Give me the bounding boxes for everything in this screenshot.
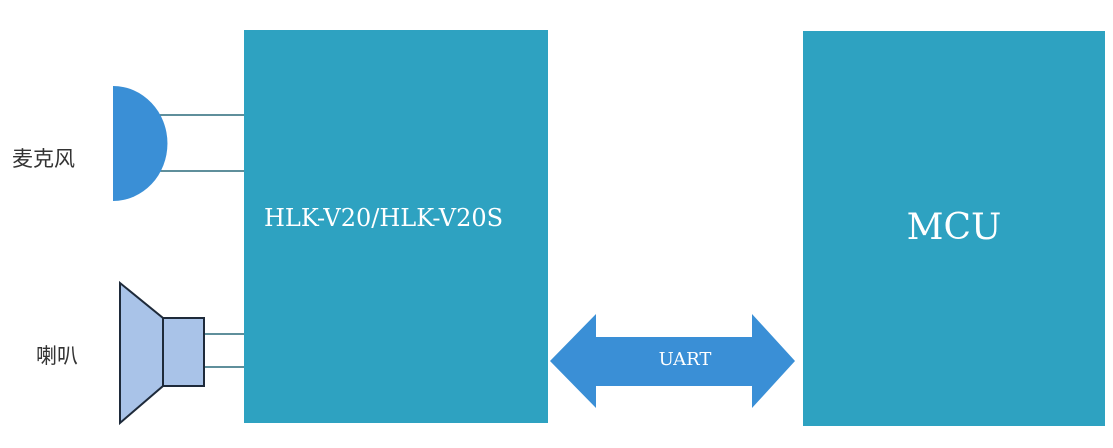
module-label: HLK-V20/HLK-V20S <box>264 204 504 232</box>
microphone-icon <box>113 86 168 201</box>
mcu-block: MCU <box>803 31 1105 426</box>
speaker-label: 喇叭 <box>36 344 78 368</box>
module-block: HLK-V20/HLK-V20S <box>244 30 548 423</box>
microphone-label: 麦克风 <box>12 147 75 171</box>
speaker-icon <box>119 280 205 426</box>
uart-label: UART <box>658 349 712 370</box>
double-arrow-icon <box>550 314 795 408</box>
mcu-label: MCU <box>906 207 1002 248</box>
